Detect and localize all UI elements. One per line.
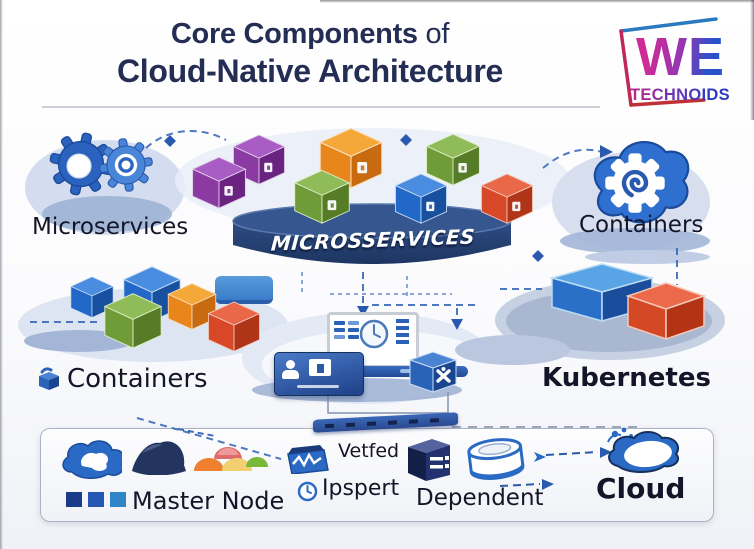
node-square-icon [88,492,104,507]
arrow-icon [534,452,546,462]
title-separator [42,106,600,108]
server-box-icon [408,439,450,481]
node-square-icon [66,492,82,507]
title-line1-suffix: of [417,18,450,50]
storage-drum-icon [467,438,525,480]
cube-icon [481,173,533,224]
user-icon [286,360,295,369]
monitor-bars-right [396,319,410,345]
cloud-icon [62,440,122,479]
cube-icon [395,173,447,224]
cloud-shadow-gears [42,196,172,232]
label-ipspert: Ipspert [322,476,400,501]
logo-word-we: WE [636,27,725,87]
logo-word-technoids: TECHNOIDS [630,86,730,104]
label-master-node: Master Node [132,487,285,515]
cloud-streak-right2 [585,250,710,264]
box-bullet-icon [39,367,59,390]
cube-icon [625,282,707,341]
pods-cluster-icon [194,447,268,471]
gear-cloud-icon [593,140,690,224]
cube-icon [104,293,162,349]
logo-frame-icon [619,17,718,107]
title-line2: Cloud-Native Architecture [116,53,504,89]
cloud-streak-mid [455,335,570,365]
label-containers-right: Containers [579,212,704,238]
monitor-bars-left [334,321,360,341]
title-line1: Core Components [170,18,418,50]
page-title: Core Components of Cloud-Native Architec… [30,18,590,90]
gear-icon [99,138,153,192]
card-notch [317,364,324,373]
cube-icon [294,170,350,224]
node-square-icon [110,492,126,507]
cube-icon [549,263,655,322]
clock-icon [297,481,318,502]
cloud-splash-icon [607,427,680,473]
label-dependent: Dependent [416,485,544,511]
gear-icon [49,132,113,196]
cloud-streak-right [560,228,710,254]
slab-icon [215,276,273,304]
legend-panel [40,428,714,522]
user-body-icon [282,370,299,379]
panel-underline [297,385,339,388]
tools-cube-icon [408,351,458,393]
label-kubernetes: Kubernetes [542,363,711,393]
cube-icon [192,157,246,209]
label-microservices: Microservices [32,214,189,240]
label-vetfed: Vetfed [338,440,400,462]
label-cloud: Cloud [596,472,686,505]
node-blob-icon [132,441,186,475]
telemetry-box-icon [287,445,329,474]
cube-icon [208,301,260,352]
label-containers-left: Containers [67,364,208,394]
clock-gauge-icon [359,319,389,349]
